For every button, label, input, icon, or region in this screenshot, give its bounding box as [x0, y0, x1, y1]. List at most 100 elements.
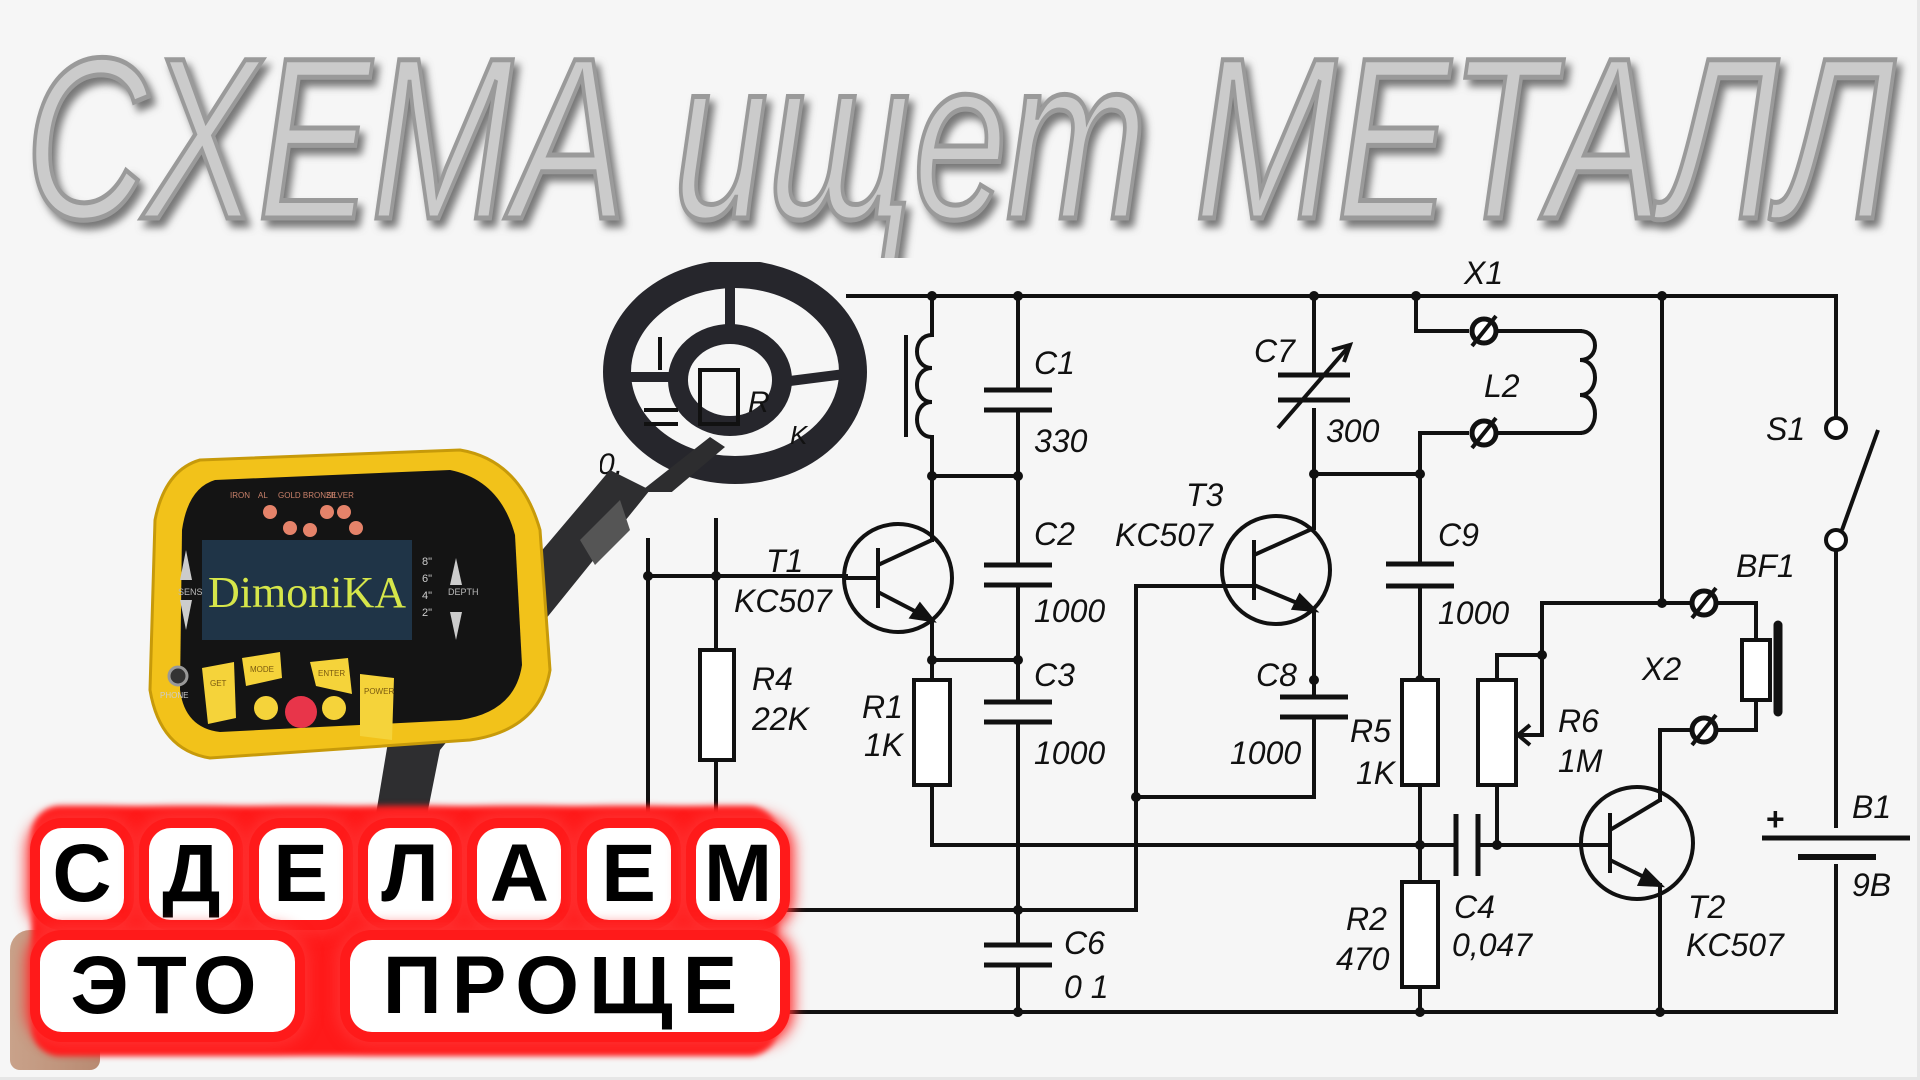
resistors: [698, 648, 1518, 989]
sens-label: SENS: [178, 587, 203, 597]
value-c6: 0 1: [1064, 969, 1108, 1005]
value-c9: 1000: [1438, 595, 1509, 631]
value-r5: 1K: [1356, 755, 1397, 791]
svg-text:2": 2": [422, 607, 432, 619]
value-c4: 0,047: [1452, 927, 1533, 963]
detector-buttons: GET MODE ENTER POWER: [202, 652, 394, 740]
label-c7: C7: [1254, 333, 1296, 369]
slogan-word: ПРОЩЕ: [350, 940, 780, 1032]
label-x1: X1: [1463, 255, 1503, 291]
value-b1: 9B: [1852, 867, 1891, 903]
metal-detector-control-box: DimoniKA IRON AL GOLD BRONZE SILVER SENS…: [148, 448, 552, 760]
value-c3: 1000: [1034, 735, 1105, 771]
label-r2: R2: [1346, 901, 1387, 937]
slogan-letter: А: [477, 828, 562, 920]
svg-text:8": 8": [422, 556, 432, 568]
button-enter[interactable]: [310, 658, 352, 694]
button-down[interactable]: [322, 696, 346, 720]
label-t3: T3: [1186, 477, 1224, 513]
label-c9: C9: [1438, 517, 1479, 553]
sens-down-arrow-icon: [180, 600, 192, 630]
depth-scale: 8" 6" 4" 2": [422, 556, 432, 619]
variable-capacitor-arrow: [1276, 342, 1354, 430]
label-b1: B1: [1852, 789, 1891, 825]
depth-label: DEPTH: [448, 587, 479, 597]
label-s1: S1: [1766, 411, 1805, 447]
svg-text:ENTER: ENTER: [318, 669, 345, 678]
label-r1: R1: [862, 689, 903, 725]
screen-brand: DimoniKA: [208, 568, 406, 617]
coil-label-zero: 0,: [600, 448, 623, 481]
indicator-leds: [263, 505, 363, 537]
slogan-letter: Д: [149, 828, 234, 920]
label-r4: R4: [752, 661, 793, 697]
slogan-letter: С: [40, 828, 124, 920]
title-text: СХЕМА ищет МЕТАЛЛ: [25, 28, 1896, 258]
value-t3: KC507: [1115, 517, 1214, 553]
switch-s1: [1824, 416, 1880, 552]
indicator-label-silver: SILVER: [326, 491, 354, 500]
label-c8: C8: [1256, 657, 1297, 693]
button-pinpoint[interactable]: [285, 696, 317, 728]
resistor-r1: [912, 678, 952, 787]
label-l2: L2: [1484, 368, 1520, 404]
transistor-t1: [842, 522, 954, 634]
label-c2: C2: [1034, 516, 1075, 552]
svg-text:MODE: MODE: [250, 665, 274, 674]
svg-text:GET: GET: [210, 679, 227, 688]
svg-text:4": 4": [422, 590, 432, 602]
thumbnail-title: СХЕМА ищет МЕТАЛЛ: [23, 28, 1899, 258]
indicator-label-iron: IRON: [230, 491, 250, 500]
label-c6: C6: [1064, 925, 1105, 961]
search-coil: R K 0,: [600, 262, 867, 492]
lcd-screen: [202, 540, 412, 640]
label-x2: X2: [1641, 651, 1681, 687]
label-bf1: BF1: [1736, 548, 1795, 584]
label-t1: T1: [766, 543, 803, 579]
value-t1: KC507: [734, 583, 833, 619]
label-c4: C4: [1454, 889, 1495, 925]
label-t2: T2: [1688, 889, 1726, 925]
battery-plus: +: [1766, 801, 1785, 837]
resistor-r2: [1400, 880, 1440, 989]
phone-jack-icon: [167, 665, 189, 687]
component-labels: X1 L2 C1 330 C2 1000 C3 1000 C6 0 1 C7 3…: [734, 255, 1891, 1005]
value-c7: 300: [1326, 413, 1380, 449]
button-power[interactable]: [360, 674, 394, 740]
speaker-bf1: [1740, 638, 1772, 702]
button-get[interactable]: [202, 662, 236, 724]
junction-dots: [643, 291, 1667, 1017]
value-r6: 1M: [1558, 743, 1603, 779]
slogan-letter: Л: [367, 828, 452, 920]
transistor-t3: [1220, 514, 1332, 626]
resistor-r5: [1400, 678, 1440, 787]
value-c1: 330: [1034, 423, 1088, 459]
button-mode[interactable]: [242, 652, 282, 686]
phone-label: PHONE: [160, 691, 188, 700]
slogan-letter: Е: [586, 828, 671, 920]
button-up[interactable]: [254, 696, 278, 720]
value-c8: 1000: [1230, 735, 1301, 771]
svg-text:POWER: POWER: [364, 687, 394, 696]
slogan-line-2: ЭТО ПРОЩЕ: [40, 940, 780, 1032]
value-c2: 1000: [1034, 593, 1105, 629]
transistor-t2: [1579, 785, 1695, 901]
depth-up-arrow-icon: [450, 558, 462, 585]
value-t2: KC507: [1686, 927, 1785, 963]
label-c3: C3: [1034, 657, 1075, 693]
slogan-block: С Д Е Л А Е М ЭТО ПРОЩЕ: [32, 806, 780, 1062]
resistor-r6: [1476, 678, 1518, 787]
slogan-line-1: С Д Е Л А Е М: [40, 828, 780, 920]
value-r4: 22K: [751, 701, 811, 737]
inductor-l1: [904, 333, 933, 439]
label-r5: R5: [1350, 713, 1391, 749]
label-c1: C1: [1034, 345, 1075, 381]
svg-text:6": 6": [422, 573, 432, 585]
capacitors: [984, 372, 1910, 968]
coil-label-r: R: [748, 386, 770, 419]
transistors: [842, 514, 1695, 901]
value-r2: 470: [1336, 941, 1390, 977]
value-r1: 1K: [864, 727, 905, 763]
indicator-label-al: AL: [258, 491, 268, 500]
